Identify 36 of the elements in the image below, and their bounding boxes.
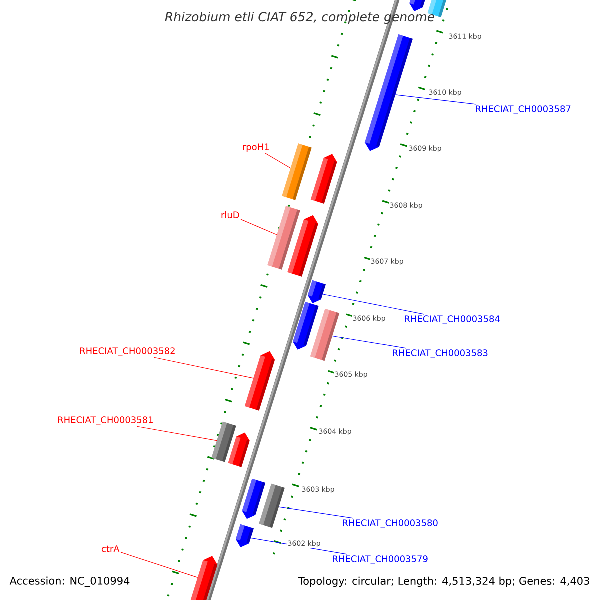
gene-block	[242, 478, 266, 520]
gene-label: RHECIAT_CH0003587	[476, 106, 571, 114]
gene-label: RHECIAT_CH0003581	[58, 416, 153, 426]
gene-block	[228, 432, 250, 468]
gene-block	[282, 144, 312, 200]
leader-line	[332, 336, 407, 349]
gene-block	[310, 154, 338, 204]
footer-text: Accession: NC_010994	[9, 576, 131, 588]
gene-label: RHECIAT_CH0003584	[405, 316, 500, 324]
gene-block	[268, 206, 300, 270]
gene-block	[310, 308, 340, 362]
gene-block	[212, 422, 236, 462]
leader-line	[278, 506, 354, 519]
leader-line	[136, 426, 218, 442]
gene-label: ctrA	[102, 546, 120, 552]
leader-line	[265, 153, 292, 169]
gene-label: RHECIAT_CH0003579	[333, 556, 428, 564]
leader-line	[240, 219, 278, 236]
gene-label: RHECIAT_CH0003583	[393, 350, 488, 358]
leader-line	[120, 552, 198, 578]
gene-block	[190, 556, 218, 600]
gene-block	[288, 215, 318, 277]
gene-label: rluD	[222, 212, 240, 218]
gene-block	[236, 524, 254, 548]
gene-label: rpoH1	[243, 144, 269, 152]
gene-label: RHECIAT_CH0003580	[343, 520, 438, 528]
gene-label: RHECIAT_CH0003582	[80, 348, 175, 356]
footer-text: Topology: circular; Length: 4,513,324 bp; Genes: 4,403	[298, 576, 591, 588]
leader-line	[395, 94, 476, 105]
gene-block	[308, 280, 326, 304]
gene-block	[259, 484, 285, 528]
gene-block	[244, 351, 276, 411]
gene-block	[293, 302, 319, 350]
gene-block	[410, 0, 428, 12]
leader-line	[154, 357, 254, 379]
leader-line	[322, 294, 424, 315]
